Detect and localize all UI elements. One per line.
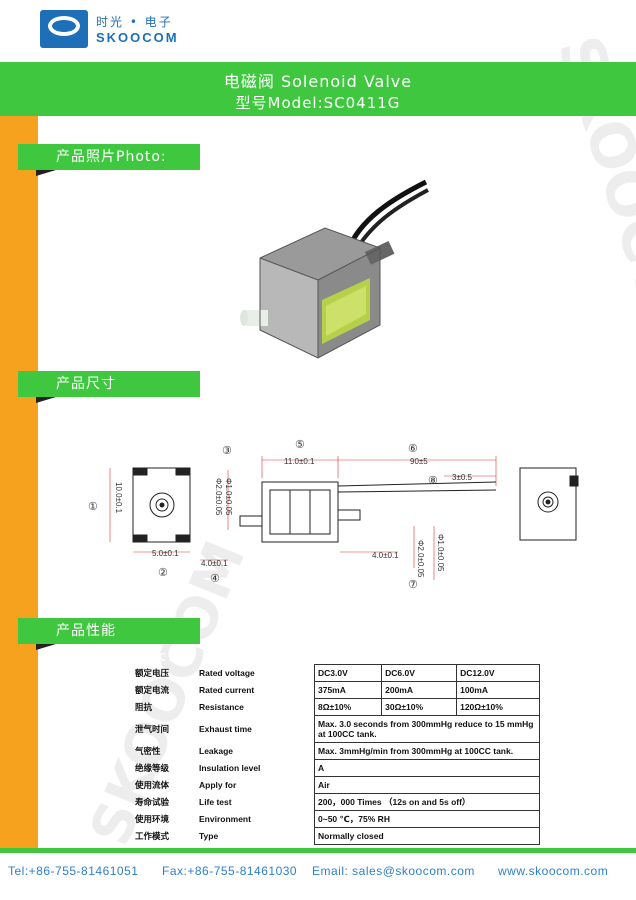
section-header-characteristic: 产品性能Characteristic: [18, 618, 200, 665]
callout-6: ⑥ [408, 443, 418, 455]
footer-website[interactable]: www.skoocom.com [498, 864, 609, 878]
spec-value: DC3.0V [313, 664, 383, 682]
callout-8: ⑧ [428, 475, 438, 487]
footer-tel: Tel:+86-755-81461051 [8, 864, 139, 878]
dim-label-7: 4.0±0.1 [372, 551, 399, 560]
spec-value: Air [314, 776, 540, 794]
section-header-dimension: 产品尺寸Dimension: [18, 371, 200, 418]
dim-label-3: Φ2.0±0.05 [214, 478, 223, 516]
spec-value: 120Ω±10% [456, 698, 540, 716]
side-strip [0, 116, 38, 848]
dim-label-2: 5.0±0.1 [152, 549, 179, 558]
spec-label-cn: 寿命试验 [135, 798, 170, 808]
callout-1: ① [88, 501, 98, 513]
callout-4: ④ [210, 573, 220, 585]
product-photo [240, 179, 429, 359]
table-row: 绝缘等级 Insulation level A [132, 759, 540, 777]
callout-2: ② [158, 567, 168, 579]
spec-label-cn: 气密性 [135, 747, 161, 757]
table-row: 额定电流 Rated current 375mA 200mA 100mA [132, 681, 540, 699]
spec-label-cn: 使用流体 [135, 781, 170, 791]
spec-label-en: Leakage [199, 746, 234, 756]
spec-value: 100mA [456, 681, 540, 699]
spec-value: 200，000 Times （12s on and 5s off） [314, 793, 540, 811]
section-header-photo: 产品照片Photo: [18, 144, 200, 176]
spec-label-cn: 额定电压 [135, 669, 170, 679]
dim-label-8: 3±0.5 [452, 473, 473, 482]
dim-label-7c: Φ1.0±0.05 [436, 534, 445, 572]
spec-value: Max. 3mmHg/min from 300mmHg at 100CC tan… [314, 742, 540, 760]
spec-label-en: Insulation level [199, 763, 261, 773]
table-row: 额定电压 Rated voltage DC3.0V DC6.0V DC12.0V [132, 664, 540, 682]
table-row: 工作模式 Type Normally closed [132, 827, 540, 845]
spec-value: Max. 3.0 seconds from 300mmHg reduce to … [314, 715, 540, 743]
spec-value: 0~50 ℃，75% RH [314, 810, 540, 828]
spec-value: DC6.0V [381, 664, 458, 682]
spec-label-en: Apply for [199, 780, 237, 790]
table-row: 使用环境 Environment 0~50 ℃，75% RH [132, 810, 540, 828]
dim-label-4: 4.0±0.1 [201, 559, 228, 568]
spec-label-en: Type [199, 831, 219, 841]
spec-label-en: Resistance [199, 702, 244, 712]
spec-value: Normally closed [314, 827, 540, 845]
title-band [0, 62, 636, 116]
callout-5: ⑤ [295, 439, 305, 451]
spec-label-cn: 阻抗 [135, 703, 153, 713]
footer-fax: Fax:+86-755-81461030 [162, 864, 298, 878]
dim-label-7b: Φ2.0±0.05 [416, 540, 425, 578]
spec-value: A [314, 759, 540, 777]
dim-label-3b: Φ1.0±0.05 [224, 478, 233, 516]
spec-label-cn: 额定电流 [135, 686, 170, 696]
spec-value: 30Ω±10% [381, 698, 458, 716]
spec-label-cn: 使用环境 [135, 815, 170, 825]
callout-3: ③ [222, 445, 232, 457]
spec-label-en: Rated voltage [199, 668, 255, 678]
spec-value: 200mA [381, 681, 458, 699]
spec-table: 额定电压 Rated voltage DC3.0V DC6.0V DC12.0V… [132, 664, 540, 845]
product-title: 电磁阀 Solenoid Valve [223, 72, 413, 91]
dim-label-1: 10.0±0.1 [114, 482, 123, 514]
table-row: 使用流体 Apply for Air [132, 776, 540, 794]
model-title: 型号Model:SC0411G [235, 94, 401, 112]
spec-value: 8Ω±10% [313, 698, 383, 716]
logo-text-en: SKOOCOM [96, 30, 179, 45]
logo-ring-icon [48, 16, 80, 36]
table-row: 气密性 Leakage Max. 3mmHg/min from 300mmHg … [132, 742, 540, 760]
callout-7: ⑦ [408, 579, 418, 590]
spec-label-en: Rated current [199, 685, 255, 695]
spec-label-cn: 绝缘等级 [135, 764, 170, 774]
spec-label-cn: 工作模式 [135, 832, 170, 842]
dimension-drawing: 10.0±0.1 5.0±0.1 Φ2.0±0.05 Φ1.0±0.05 4.0… [88, 439, 579, 590]
table-row: 寿命试验 Life test 200，000 Times （12s on and… [132, 793, 540, 811]
spec-label-en: Environment [199, 814, 251, 824]
spec-value: 375mA [313, 681, 383, 699]
logo-text-cn: 时光 • 电子 [96, 15, 173, 29]
spec-label-en: Life test [199, 797, 232, 807]
dim-label-5: 11.0±0.1 [284, 457, 315, 466]
dim-label-6: 90±5 [410, 457, 428, 466]
footer-email[interactable]: Email: sales@skoocom.com [312, 864, 475, 878]
table-row: 阻抗 Resistance 8Ω±10% 30Ω±10% 120Ω±10% [132, 698, 540, 716]
spec-label-en: Exhaust time [199, 724, 252, 734]
footer-bar [0, 848, 636, 853]
spec-label-cn: 泄气时间 [135, 725, 170, 735]
table-row: 泄气时间 Exhaust time Max. 3.0 seconds from … [132, 715, 540, 743]
spec-value: DC12.0V [456, 664, 540, 682]
